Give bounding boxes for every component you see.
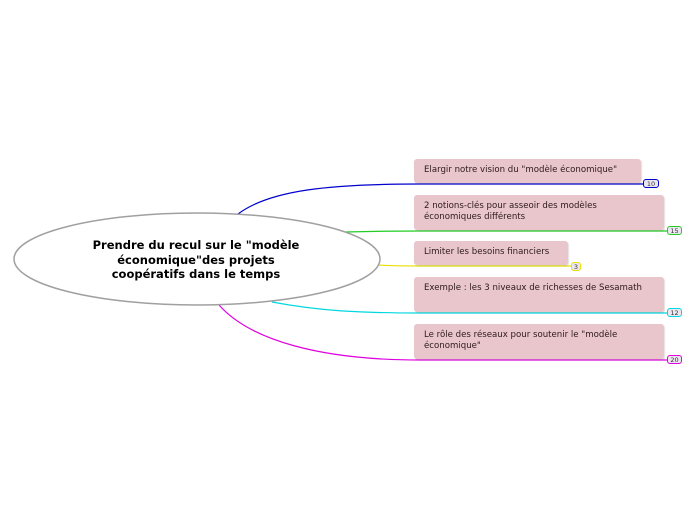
connector-branch-3 bbox=[377, 264, 574, 267]
central-topic-line-3: coopératifs dans le temps bbox=[111, 267, 281, 281]
central-topic-line-1: Prendre du recul sur le "modèle bbox=[92, 238, 300, 252]
branch-topic-2-count-badge[interactable]: 15 bbox=[667, 226, 682, 235]
branch-topic-2-label: 2 notions-clés pour asseoir des modèles … bbox=[424, 201, 597, 222]
branch-topic-4-count-badge[interactable]: 12 bbox=[667, 308, 682, 317]
branch-topic-4-label: Exemple : les 3 niveaux de richesses de … bbox=[424, 283, 642, 293]
branch-topic-5-label: Le rôle des réseaux pour soutenir le "mo… bbox=[424, 330, 618, 351]
branch-topic-1-count-badge[interactable]: 10 bbox=[643, 179, 659, 188]
branch-topic-3-count-badge[interactable]: 3 bbox=[571, 262, 581, 271]
central-topic-ellipse[interactable] bbox=[13, 212, 381, 306]
connector-branch-4 bbox=[271, 301, 670, 314]
connector-branch-2 bbox=[344, 230, 670, 233]
central-topic-label[interactable]: Prendre du recul sur le "modèle économiq… bbox=[70, 238, 322, 282]
branch-topic-3[interactable]: Limiter les besoins financiers bbox=[414, 241, 568, 265]
branch-topic-5[interactable]: Le rôle des réseaux pour soutenir le "mo… bbox=[414, 324, 664, 359]
branch-topic-1[interactable]: Elargir notre vision du "modèle économiq… bbox=[414, 159, 641, 183]
central-topic-line-2: économique"des projets bbox=[117, 252, 275, 267]
branch-topic-1-label: Elargir notre vision du "modèle économiq… bbox=[424, 165, 618, 175]
branch-topic-4[interactable]: Exemple : les 3 niveaux de richesses de … bbox=[414, 277, 664, 312]
connector-branch-5 bbox=[218, 304, 670, 361]
connector-branch-1 bbox=[237, 183, 646, 215]
branch-topic-5-count-badge[interactable]: 20 bbox=[667, 355, 682, 364]
branch-topic-3-label: Limiter les besoins financiers bbox=[424, 247, 550, 257]
branch-topic-2[interactable]: 2 notions-clés pour asseoir des modèles … bbox=[414, 195, 664, 230]
